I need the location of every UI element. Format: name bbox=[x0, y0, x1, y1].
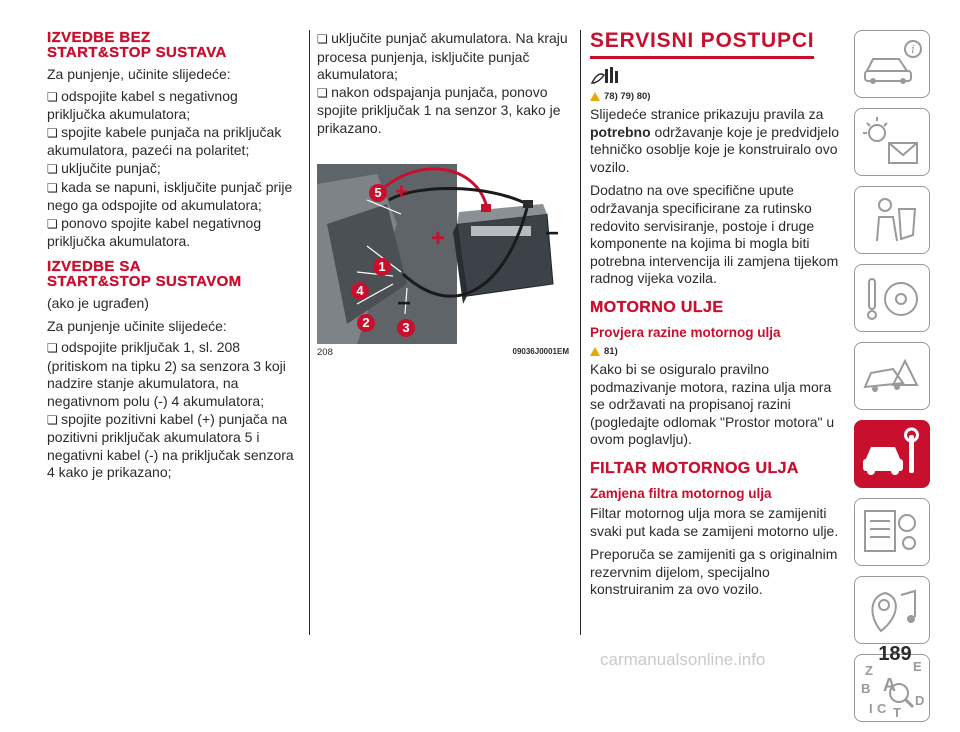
callout-2: 2 bbox=[357, 313, 375, 332]
list-item: spojite kabele punjača na priključak aku… bbox=[47, 124, 297, 160]
technical-data-icon bbox=[864, 510, 916, 552]
figure-number: 208 bbox=[317, 346, 333, 358]
chapter-sidebar: i bbox=[854, 30, 930, 732]
column-divider bbox=[309, 30, 310, 635]
tab-multimedia[interactable] bbox=[854, 576, 930, 644]
svg-text:i: i bbox=[911, 43, 915, 56]
warning-lights-icon bbox=[863, 117, 918, 164]
maintenance-icon bbox=[863, 427, 919, 475]
intro-paragraph: Slijedeće stranice prikazuju pravila za … bbox=[590, 106, 839, 175]
svg-text:Z: Z bbox=[865, 663, 873, 678]
list-item: nakon odspajanja punjača, ponovo spojite… bbox=[317, 84, 569, 138]
tab-warning-lights[interactable] bbox=[854, 108, 930, 176]
list-item: odspojite kabel s negativnog priključka … bbox=[47, 88, 297, 124]
intro-text: Za punjenje, učinite slijedeće: bbox=[47, 66, 231, 82]
warning-reference-2: 81) bbox=[590, 346, 842, 357]
if-fitted-text: (ako je ugrađen) bbox=[47, 294, 149, 311]
svg-text:B: B bbox=[861, 681, 870, 696]
multimedia-icon bbox=[871, 589, 916, 633]
callout-3: 3 bbox=[397, 318, 415, 337]
list-item: kada se napuni, isključite punjač prije … bbox=[47, 179, 297, 215]
tab-maintenance[interactable] bbox=[854, 420, 930, 488]
callout-minus: − bbox=[397, 289, 412, 317]
tab-safety[interactable] bbox=[854, 186, 930, 254]
list-item: ponovo spojite kabel negativnog priključ… bbox=[47, 215, 297, 251]
tab-driving[interactable] bbox=[854, 264, 930, 332]
intro-text-2: Za punjenje učinite slijedeće: bbox=[47, 317, 227, 334]
steps-list-1: odspojite kabel s negativnog priključka … bbox=[47, 88, 297, 251]
figure-caption: 208 09036J0001EM bbox=[317, 347, 569, 358]
safety-icon bbox=[876, 198, 917, 242]
watermark: carmanualsonline.info bbox=[600, 650, 766, 669]
list-item: spojite pozitivni kabel (+) punjača na p… bbox=[47, 411, 297, 482]
column-divider bbox=[580, 30, 581, 635]
svg-text:E: E bbox=[913, 659, 922, 674]
emergency-icon bbox=[863, 358, 919, 392]
figure-code: 09036J0001EM bbox=[512, 346, 570, 356]
column-3: SERVISNI POSTUPCI 78) 79) 80) Slijedeće … bbox=[590, 30, 842, 599]
callout-5: 5 bbox=[369, 183, 387, 202]
svg-text:C: C bbox=[877, 701, 887, 716]
list-item: uključite punjač akumulatora. Na kraju p… bbox=[317, 30, 569, 84]
svg-text:D: D bbox=[915, 693, 924, 708]
callout-1: 1 bbox=[373, 257, 391, 276]
heading-oil-filter: FILTAR MOTORNOG ULJA bbox=[590, 459, 799, 477]
warning-reference-1: 78) 79) 80) bbox=[590, 91, 842, 102]
callout-4: 4 bbox=[351, 281, 369, 300]
additional-paragraph: Dodatno na ove specifične upute održavan… bbox=[590, 182, 839, 287]
svg-text:I: I bbox=[869, 701, 873, 716]
callout-minus: − bbox=[545, 219, 560, 247]
list-item: uključite punjač; bbox=[47, 160, 297, 179]
column-2: uključite punjač akumulatora. Na kraju p… bbox=[317, 30, 569, 358]
tab-emergency[interactable] bbox=[854, 342, 930, 410]
heading-with-start-stop: IZVEDBE SA START&STOP SUSTAVOM bbox=[47, 257, 242, 290]
tab-car-info[interactable]: i bbox=[854, 30, 930, 98]
callout-plus: + bbox=[431, 224, 446, 252]
filter-paragraph-2: Preporuča se zamijeniti ga s originalnim… bbox=[590, 546, 838, 598]
driving-icon bbox=[867, 278, 918, 320]
heading-without-start-stop: IZVEDBE BEZ START&STOP SUSTAVA bbox=[47, 29, 227, 61]
oil-level-paragraph: Kako bi se osiguralo pravilno podmazivan… bbox=[590, 360, 835, 448]
callout-plus: + bbox=[395, 178, 408, 204]
section-title: SERVISNI POSTUPCI bbox=[590, 30, 815, 59]
battery-illustration bbox=[317, 163, 569, 344]
car-info-icon: i bbox=[864, 40, 922, 84]
battery-figure: 5 + + 1 4 2 − 3 − bbox=[317, 163, 569, 344]
oil-environment-icon bbox=[590, 67, 618, 84]
environment-icon bbox=[590, 65, 842, 87]
steps-list-2: odspojite priključak 1, sl. 208 (pritisk… bbox=[47, 339, 297, 482]
list-item: odspojite priključak 1, sl. 208 (pritisk… bbox=[47, 339, 297, 410]
warning-triangle-icon bbox=[590, 92, 600, 101]
heading-engine-oil: MOTORNO ULJE bbox=[590, 298, 724, 316]
column-1: IZVEDBE BEZ START&STOP SUSTAVA Za punjen… bbox=[47, 30, 297, 482]
svg-text:T: T bbox=[893, 705, 901, 720]
warning-triangle-icon bbox=[590, 346, 600, 356]
page-number: 189 bbox=[878, 643, 912, 665]
subheading-filter-replacement: Zamjena filtra motornog ulja bbox=[590, 485, 772, 501]
filter-paragraph-1: Filtar motornog ulja mora se zamijeniti … bbox=[590, 504, 839, 539]
tab-technical-data[interactable] bbox=[854, 498, 930, 566]
subheading-oil-level: Provjera razine motornog ulja bbox=[590, 324, 781, 340]
